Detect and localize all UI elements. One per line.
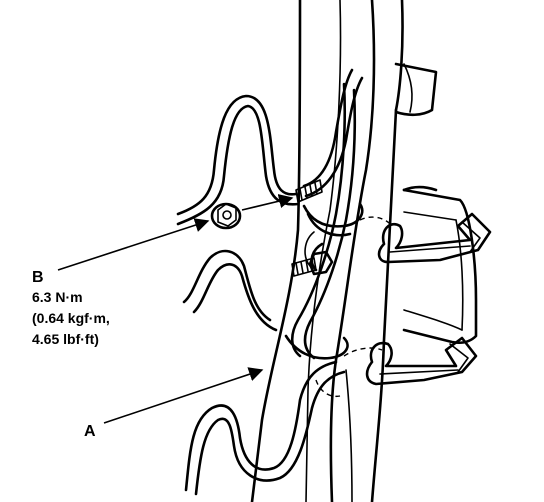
flange-nut [210,202,242,230]
harness-wire-lower [184,360,346,496]
pillar-brace [250,0,438,502]
mount-bracket [402,185,478,345]
leader-arrow-nut-to-stud [241,194,294,211]
callout-b-letter: B [32,269,44,286]
stud-bolt-upper [295,179,323,203]
callout-b-torque-lbfft: 4.65 lbf·ft) [32,331,99,347]
callout-a-letter: A [84,423,96,440]
stud-bolt-lower [291,250,334,277]
leader-arrow-a [103,367,264,424]
spring-clip-upper [377,212,492,264]
leader-arrow-b [57,218,210,271]
spring-clip-lower [365,336,478,386]
callout-b-torque-nm: 6.3 N·m [32,289,83,305]
hidden-lines [315,216,393,398]
harness-wire-middle [182,249,278,332]
harness-wire-upper [176,68,364,226]
callout-b-torque-kgfm: (0.64 kgf·m, [32,310,110,326]
